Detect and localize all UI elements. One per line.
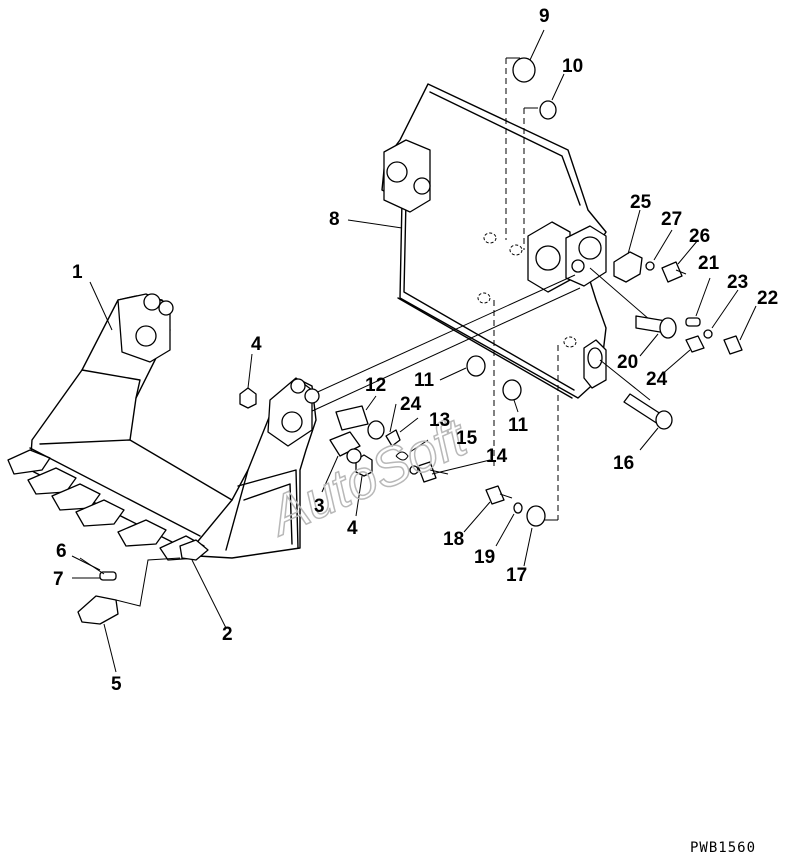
callout-23: 23 — [727, 272, 748, 293]
callout-19: 19 — [474, 547, 495, 568]
callout-18: 18 — [443, 529, 464, 550]
callout-12: 12 — [365, 375, 386, 396]
callout-15: 15 — [456, 428, 478, 449]
callout-1: 1 — [72, 262, 83, 283]
small-parts — [239, 57, 743, 527]
drawing-code: PWB1560 — [690, 840, 756, 856]
callout-26: 26 — [689, 226, 710, 247]
callout-13: 13 — [429, 410, 450, 431]
leader-lines — [71, 29, 757, 673]
bucket — [7, 293, 320, 561]
callout-10: 10 — [562, 56, 583, 77]
callout-24: 24 — [646, 369, 668, 390]
bracket-plate — [381, 83, 607, 399]
callout-20: 20 — [617, 352, 638, 373]
callout-16: 16 — [613, 453, 634, 474]
callout-27: 27 — [661, 209, 682, 230]
callout-17: 17 — [506, 565, 527, 586]
callout-21: 21 — [698, 253, 720, 274]
callout-11: 11 — [508, 415, 529, 436]
callout-11: 11 — [414, 370, 435, 391]
callout-4: 4 — [251, 334, 262, 355]
callout-7: 7 — [53, 569, 64, 590]
callout-3: 3 — [314, 496, 325, 517]
callout-4: 4 — [347, 518, 358, 539]
callout-24: 24 — [400, 394, 422, 415]
callout-5: 5 — [111, 674, 122, 695]
assembly-lines — [299, 57, 651, 521]
loose-tooth — [77, 557, 181, 625]
callout-25: 25 — [630, 192, 652, 213]
callout-2: 2 — [222, 624, 233, 645]
callout-22: 22 — [757, 288, 778, 309]
callout-6: 6 — [56, 541, 67, 562]
callout-labels: 1 2 3 4 4 5 6 7 8 9 10 11 11 12 13 14 15… — [53, 6, 778, 695]
callout-9: 9 — [539, 6, 550, 27]
callout-8: 8 — [329, 209, 340, 230]
callout-14: 14 — [486, 446, 508, 467]
